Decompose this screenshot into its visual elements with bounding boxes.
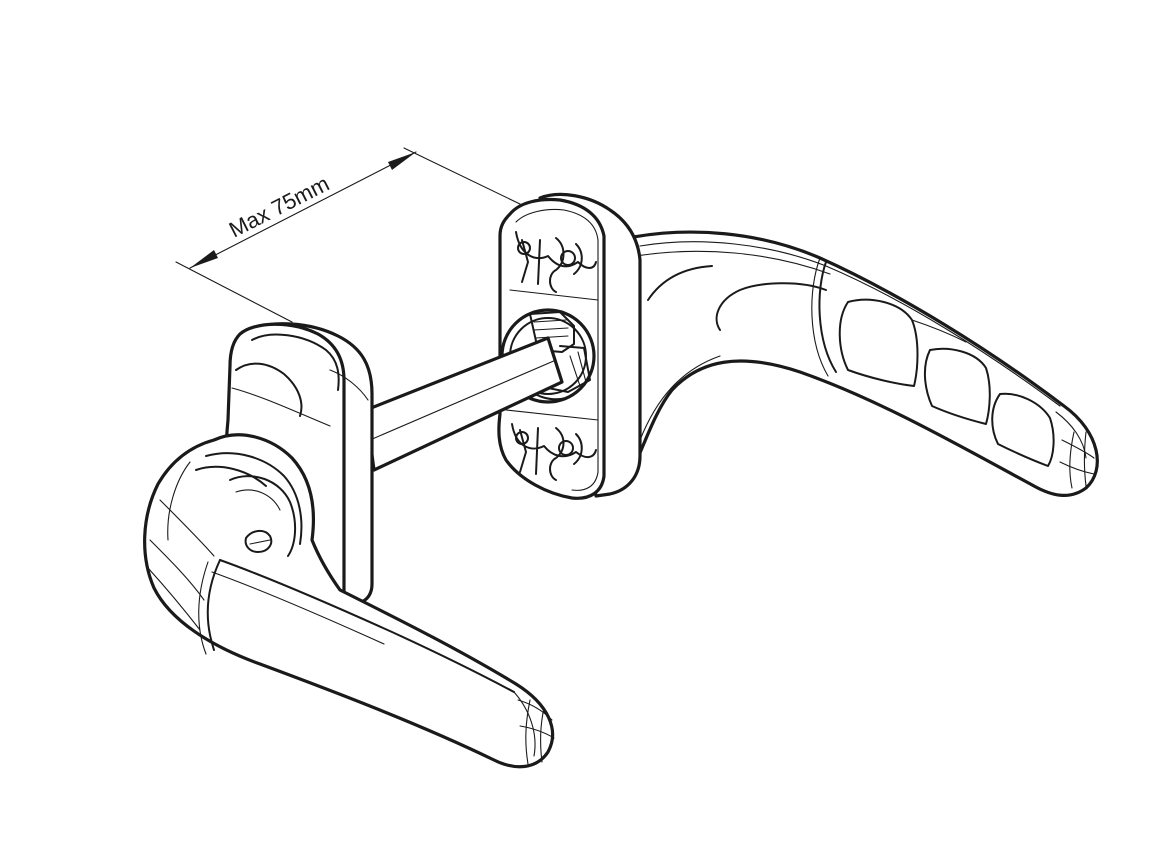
near-lever-handle [143,433,555,769]
extension-line-right [403,147,521,205]
dimension-line [189,151,417,269]
dimension-arrow-right [388,152,416,170]
dimension-annotation: Max 75mm [175,147,521,323]
dimension-label: Max 75mm [225,171,333,243]
extension-line-left [175,261,293,323]
far-lever-handle [626,230,1099,497]
dimension-arrow-left [190,250,218,268]
far-rose-plate [497,192,642,500]
